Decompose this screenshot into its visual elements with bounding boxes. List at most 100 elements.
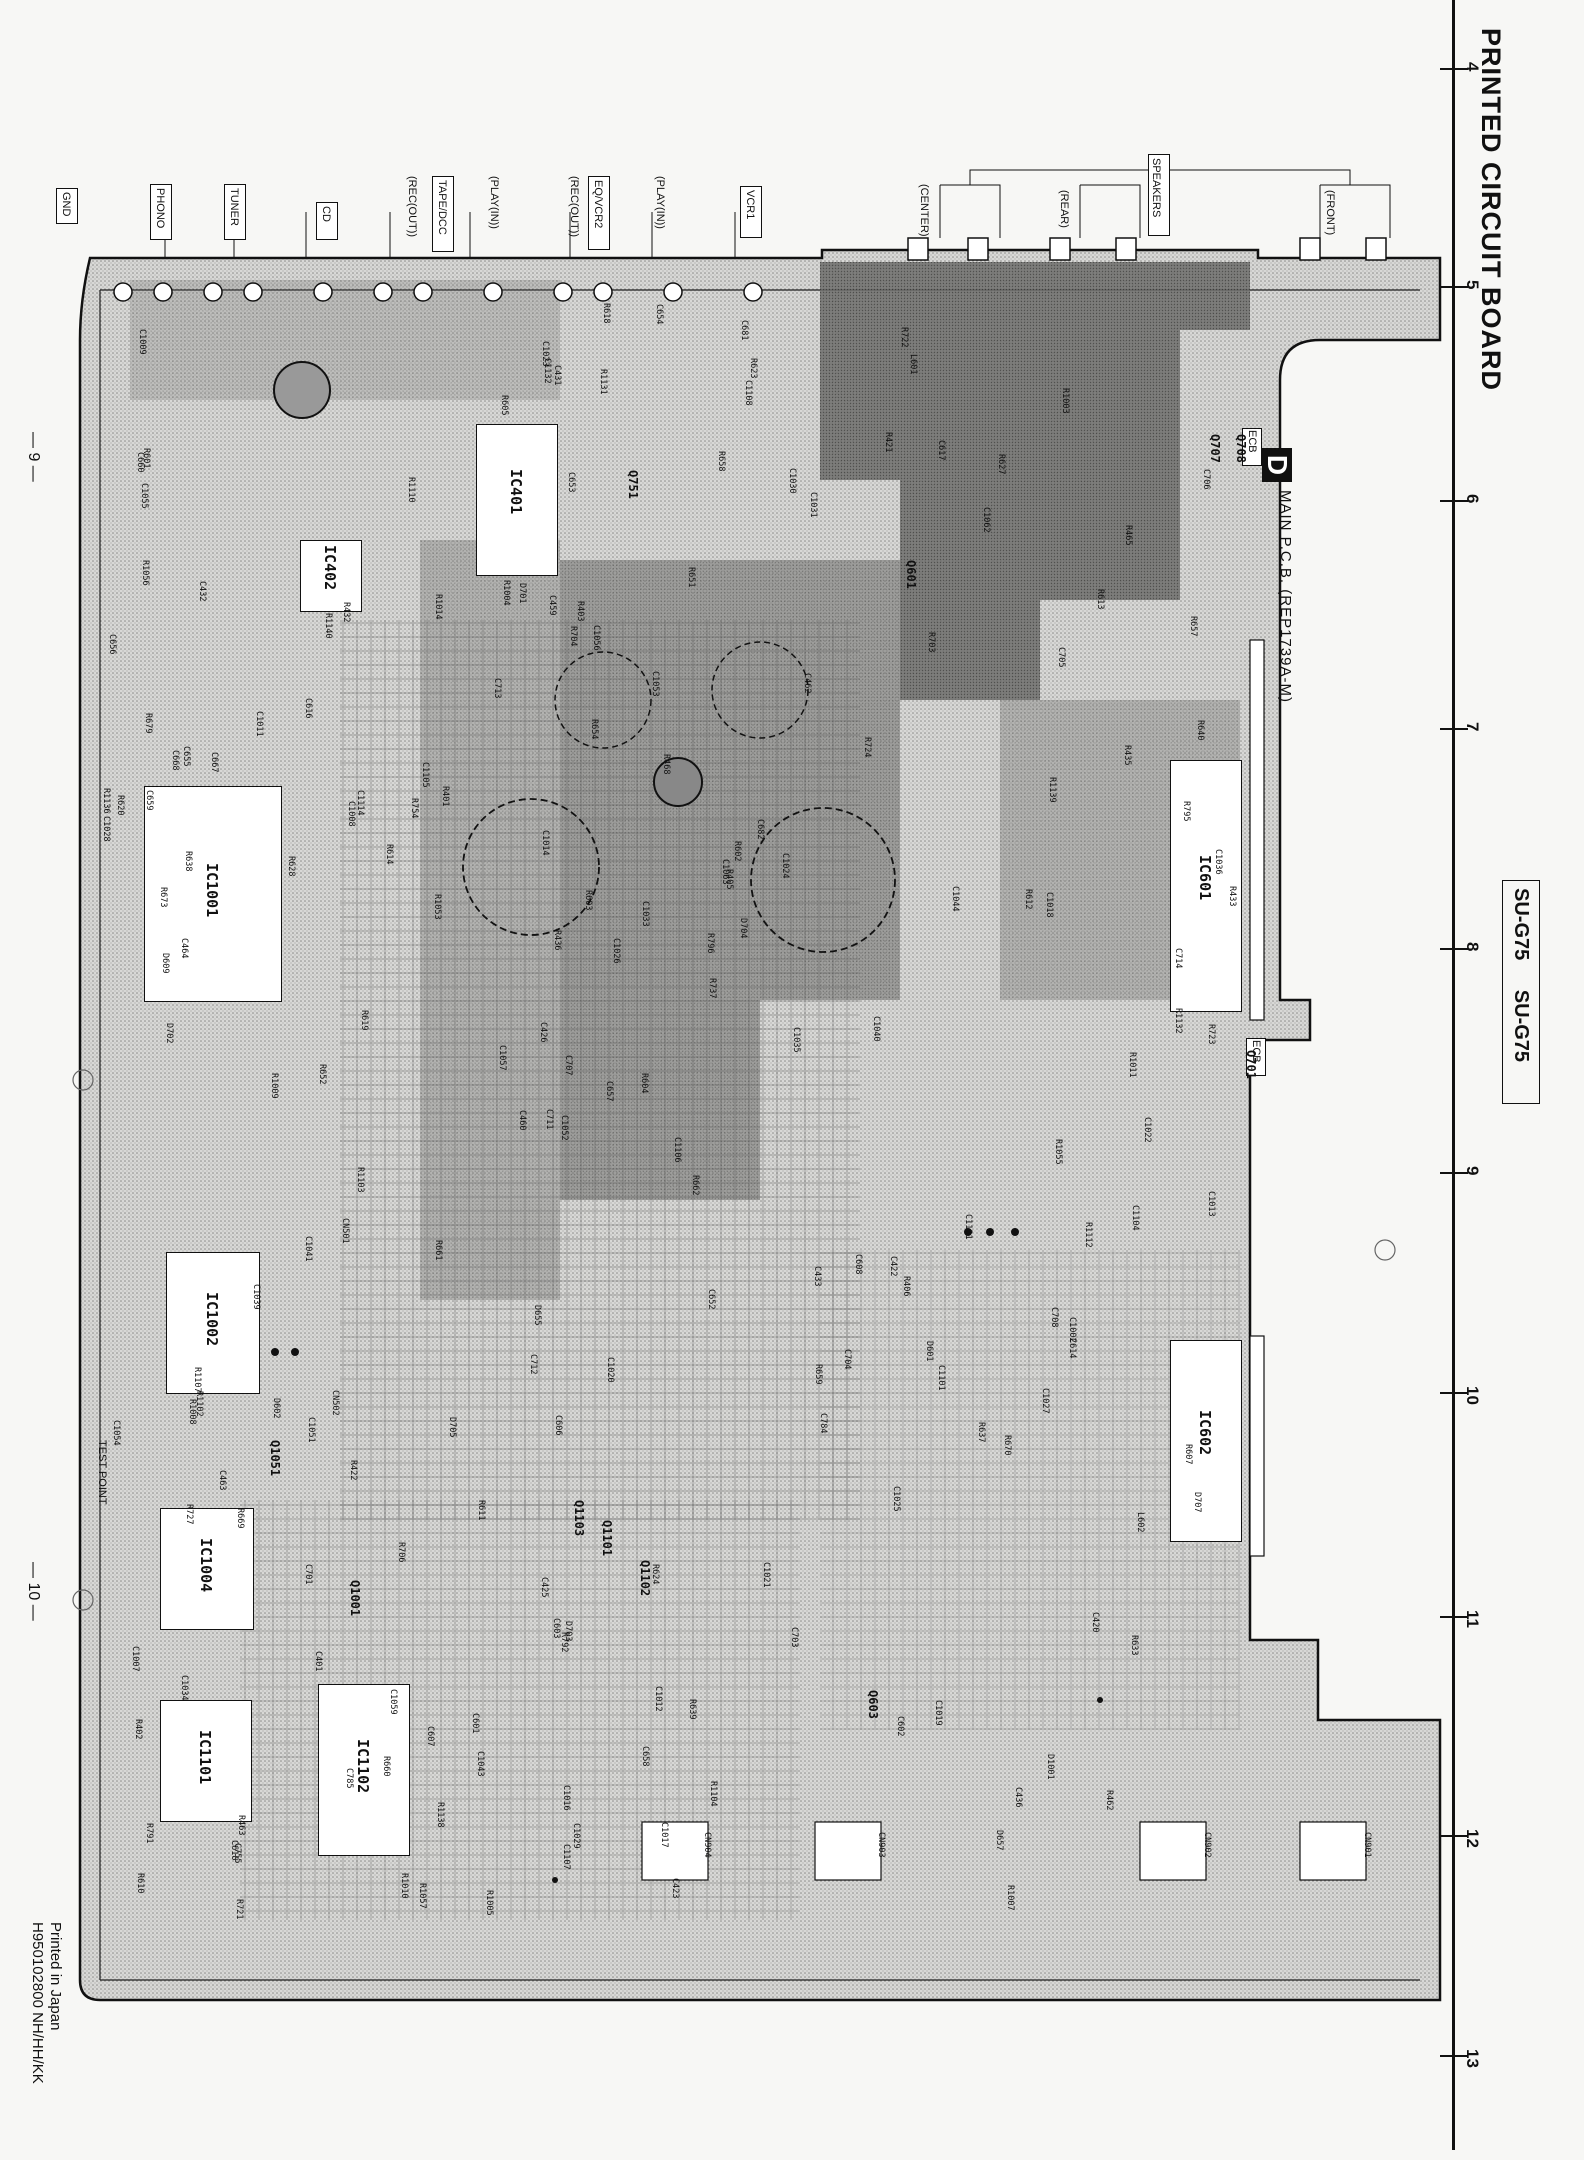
ruler-tick xyxy=(1440,68,1468,70)
part-ref-label: L602 xyxy=(1135,1512,1145,1533)
part-ref-label: R727 xyxy=(184,1504,194,1525)
part-ref-label: R1057 xyxy=(417,1883,427,1909)
test-point-label: TEST POINT xyxy=(96,1440,108,1505)
connector-label: CN904 xyxy=(702,1832,712,1858)
part-ref-label: C1114 xyxy=(355,790,365,816)
part-ref-label: C712 xyxy=(528,1354,538,1375)
part-ref-label: C656 xyxy=(107,634,117,655)
ic-label: IC1004 xyxy=(197,1538,215,1593)
part-ref-label: C704 xyxy=(842,1349,852,1370)
part-ref-label: R659 xyxy=(813,1364,823,1385)
part-ref-label: C1105 xyxy=(420,762,430,788)
part-ref-label: C681 xyxy=(739,320,749,341)
part-ref-label: R1139 xyxy=(1047,777,1057,803)
part-ref-label: C603 xyxy=(551,1618,561,1639)
part-ref-label: R1004 xyxy=(501,580,511,606)
part-ref-label: C426 xyxy=(538,1022,548,1043)
part-ref-label: C1104 xyxy=(1130,1205,1140,1231)
part-ref-label: C1063 xyxy=(720,859,730,885)
part-ref-label: C1028 xyxy=(101,816,111,842)
part-ref-label: C1031 xyxy=(808,492,818,518)
part-ref-label: R633 xyxy=(1129,1635,1139,1656)
part-ref-label: R791 xyxy=(144,1823,154,1844)
part-ref-label: C1025 xyxy=(891,1486,901,1512)
ic-label: IC401 xyxy=(507,469,525,515)
part-ref-label: R796 xyxy=(705,933,715,954)
terminal-sublabel: (REC(OUT)) xyxy=(406,176,418,238)
part-ref-label: R602 xyxy=(732,841,742,862)
part-ref-label: R628 xyxy=(286,856,296,877)
part-ref-label: R432 xyxy=(341,602,351,623)
terminal-label: VCR1 xyxy=(744,190,756,220)
part-ref-label: R673 xyxy=(158,887,168,908)
part-ref-label: C1062 xyxy=(981,507,991,533)
ic-package xyxy=(300,540,362,612)
part-ref-label: C784 xyxy=(818,1413,828,1434)
ruler-tick xyxy=(1440,1172,1468,1174)
terminal-box xyxy=(56,188,78,224)
part-ref-label: R721 xyxy=(234,1899,244,1920)
part-ref-label: R614 xyxy=(384,844,394,865)
part-ref-label: C708 xyxy=(1049,1307,1059,1328)
part-ref-label: C655 xyxy=(181,746,191,767)
page-number-left: — 9 — xyxy=(25,432,42,482)
part-ref-label: C1012 xyxy=(653,1686,663,1712)
part-ref-label: R406 xyxy=(901,1276,911,1297)
part-ref-label: L601 xyxy=(908,354,918,375)
part-ref-label: C653 xyxy=(566,472,576,493)
part-ref-label: C1011 xyxy=(254,711,264,737)
part-ref-label: C463 xyxy=(217,1470,227,1491)
part-ref-label: C1017 xyxy=(659,1822,669,1848)
part-ref-label: R704 xyxy=(568,626,578,647)
terminal-sublabel: (PLAY(IN)) xyxy=(488,176,500,229)
part-ref-label: R1011 xyxy=(1127,1052,1137,1078)
print-code: H950102800 NH/HH/KK xyxy=(29,1922,46,2084)
terminal-box xyxy=(224,184,246,240)
part-ref-label: C1030 xyxy=(787,468,797,494)
part-ref-label: C423 xyxy=(670,1878,680,1899)
part-ref-label: R1104 xyxy=(708,1781,718,1807)
ic-package xyxy=(1170,1340,1242,1542)
part-ref-label: C682 xyxy=(755,819,765,840)
printed-in: Printed in Japan xyxy=(47,1922,64,2031)
terminal-box xyxy=(588,176,610,250)
part-ref-label: R723 xyxy=(1206,1024,1216,1045)
part-ref-label: R1107 xyxy=(192,1367,202,1393)
transistor-label: Q1101 xyxy=(600,1520,614,1557)
part-ref-label: C755 xyxy=(232,1843,242,1864)
part-ref-label: R651 xyxy=(686,567,696,588)
part-ref-label: C785 xyxy=(344,1768,354,1789)
part-ref-label: C654 xyxy=(654,304,664,325)
part-ref-label: D655 xyxy=(532,1305,542,1326)
part-ref-label: R1131 xyxy=(598,369,608,395)
ic-label: IC601 xyxy=(1196,855,1214,901)
ic-label: IC602 xyxy=(1196,1410,1214,1456)
transistor-label: Q701 xyxy=(1244,1050,1258,1079)
part-ref-label: R1003 xyxy=(1060,388,1070,414)
part-ref-label: R1010 xyxy=(399,1873,409,1899)
terminal-label: CD xyxy=(320,206,332,222)
part-ref-label: R623 xyxy=(748,358,758,379)
ecb-box xyxy=(1242,428,1262,466)
part-ref-label: C614 xyxy=(1067,1338,1077,1359)
terminal-label: EQ/VCR2 xyxy=(592,180,604,229)
part-ref-label: R1103 xyxy=(355,1167,365,1193)
part-ref-label: R660 xyxy=(381,1756,391,1777)
part-ref-label: R1132 xyxy=(1173,1008,1183,1034)
part-ref-label: C1039 xyxy=(251,1284,261,1310)
part-ref-label: R652 xyxy=(317,1064,327,1085)
part-ref-label: R422 xyxy=(348,1460,358,1481)
connector-label: CN902 xyxy=(1202,1832,1212,1858)
part-ref-label: R1009 xyxy=(269,1073,279,1099)
part-ref-label: R658 xyxy=(716,451,726,472)
part-ref-label: R1110 xyxy=(406,477,416,503)
part-ref-label: R1014 xyxy=(433,594,443,620)
part-ref-label: C713 xyxy=(492,678,502,699)
part-ref-label: R465 xyxy=(1123,525,1133,546)
part-ref-label: R403 xyxy=(575,601,585,622)
ruler-tick xyxy=(1440,2055,1468,2057)
ic-package xyxy=(318,1684,410,1856)
part-ref-label: C1027 xyxy=(1040,1388,1050,1414)
part-ref-label: D701 xyxy=(517,583,527,604)
